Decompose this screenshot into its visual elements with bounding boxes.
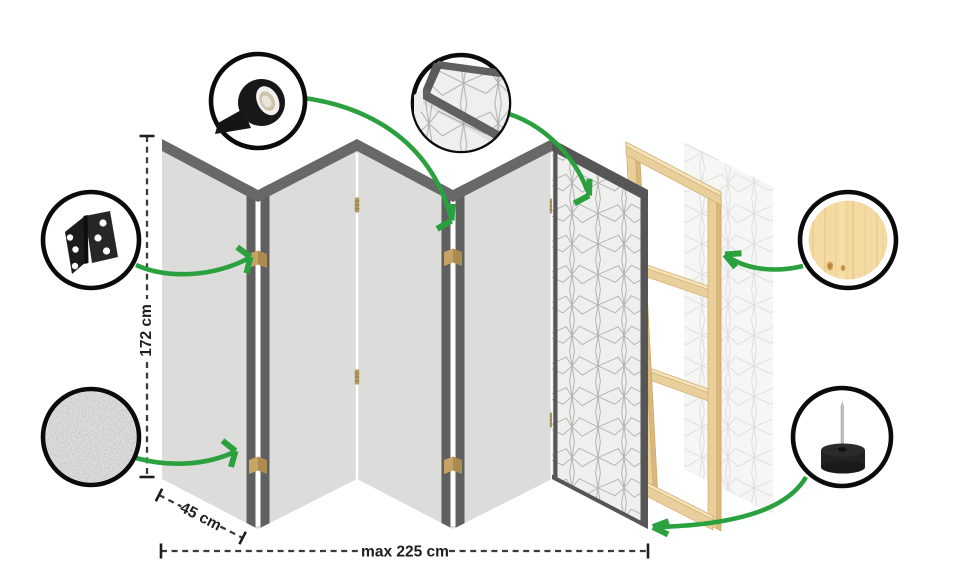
fold-3-edge-left bbox=[441, 183, 451, 528]
backing-sheet bbox=[684, 142, 773, 514]
fold-1-edge-right bbox=[260, 184, 270, 528]
panel-5-printed bbox=[552, 139, 648, 529]
callout-texture bbox=[40, 386, 142, 488]
arrow-wood-to-frame bbox=[722, 250, 804, 272]
height-label: 172 cm bbox=[138, 304, 155, 357]
wood-texture-icon bbox=[808, 200, 888, 280]
hinge-fold-2-bottom bbox=[354, 369, 360, 385]
callout-arrows bbox=[135, 95, 808, 538]
callouts bbox=[40, 51, 899, 489]
pattern-corner-icon bbox=[414, 61, 509, 151]
fold-1 bbox=[246, 183, 270, 528]
total-width-label: max 225 cm bbox=[361, 544, 449, 561]
panel-5-top-edge bbox=[552, 139, 648, 202]
panel-4-face bbox=[453, 139, 552, 529]
folding-screen bbox=[162, 139, 648, 529]
fold-2-seam bbox=[355, 153, 359, 479]
hinge-icon bbox=[65, 211, 118, 274]
frame-rail-top bbox=[625, 141, 722, 206]
canvas-texture-icon bbox=[45, 391, 137, 483]
callout-pin bbox=[790, 385, 894, 489]
panel-width-tick-right bbox=[238, 531, 247, 545]
panel-width-tick-left bbox=[154, 488, 164, 502]
panel-3-top-edge bbox=[357, 139, 453, 202]
fold-3-edge-right bbox=[455, 184, 465, 528]
pin-icon bbox=[821, 400, 865, 474]
callout-pattern bbox=[410, 52, 512, 154]
callout-wood bbox=[797, 189, 899, 291]
panel-5-face bbox=[552, 139, 648, 529]
dimension-total-width: max 225 cm bbox=[159, 543, 650, 561]
panel-2-top-edge bbox=[258, 139, 357, 202]
arrow-tape-to-fold bbox=[303, 95, 456, 232]
panel-2-face bbox=[258, 139, 357, 529]
arrow-hinge-to-fold bbox=[135, 244, 254, 277]
panel-4-top-edge bbox=[453, 139, 552, 202]
panel-5-frame-bottom bbox=[552, 474, 648, 529]
arrow-texture-to-panel bbox=[135, 438, 239, 468]
panel-1-face bbox=[162, 139, 258, 529]
arrow-pattern-to-panel bbox=[505, 110, 593, 207]
panel-3-face bbox=[357, 139, 453, 529]
tape-roll-icon bbox=[215, 79, 285, 134]
panel-1-top-edge bbox=[162, 139, 258, 202]
hinge-fold-2-top bbox=[354, 197, 360, 213]
panel-5-frame-right bbox=[640, 186, 648, 529]
callout-tape bbox=[208, 51, 308, 151]
dimension-height: 172 cm bbox=[138, 134, 155, 479]
arrow-pin-to-panel bbox=[651, 475, 808, 538]
fold-3 bbox=[441, 183, 465, 528]
fold-1-edge-left bbox=[246, 183, 256, 528]
frame-stile-right bbox=[707, 184, 722, 532]
panel-5-frame-left bbox=[553, 140, 558, 482]
callout-hinge bbox=[40, 189, 142, 291]
